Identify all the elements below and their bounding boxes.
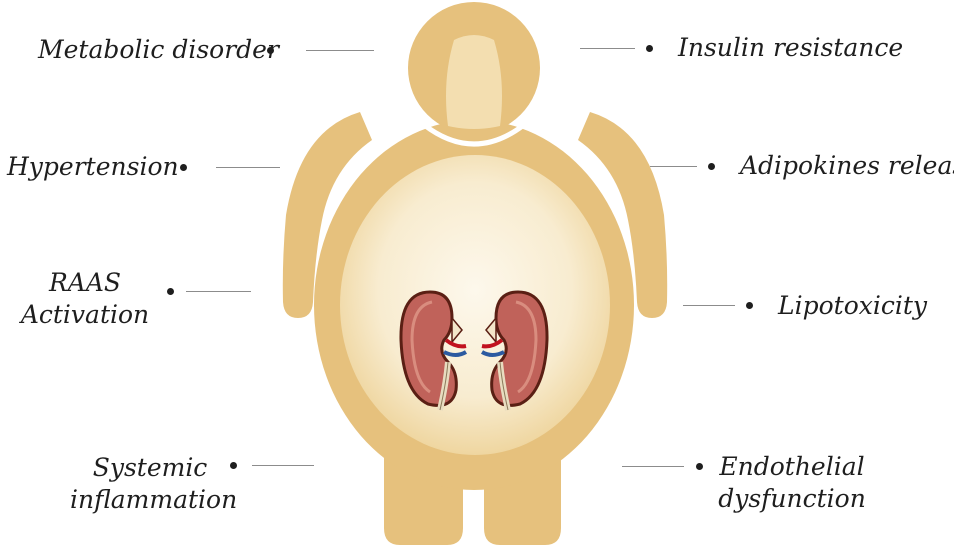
bullet-lipotoxicity [746,302,753,309]
head-neck-highlight [446,35,502,129]
belly-shape [340,155,610,455]
label-systemic-line2: inflammation [70,484,230,516]
label-endothelial-dysfunction: Endothelial dysfunction [712,451,872,515]
leader-metabolic-disorder [306,50,374,51]
label-insulin-resistance: Insulin resistance [678,32,903,64]
label-lipotoxicity: Lipotoxicity [778,290,927,322]
bullet-insulin-resistance [646,45,653,52]
leader-hypertension [216,167,280,168]
bullet-metabolic-disorder [267,47,274,54]
bullet-systemic-inflammation [230,462,237,469]
bullet-endothelial-dysfunction [696,463,703,470]
label-endothelial-line2: dysfunction [712,483,872,515]
leader-raas-activation [186,291,251,292]
label-metabolic-disorder: Metabolic disorder [38,34,279,66]
label-endothelial-line1: Endothelial [712,451,872,483]
leader-endothelial-dysfunction [622,466,684,467]
leader-adipokines-release [650,166,697,167]
label-raas-line2: Activation [20,299,150,331]
label-hypertension: Hypertension [7,151,179,183]
label-systemic-line1: Systemic [70,452,230,484]
label-raas-activation: RAAS Activation [20,267,150,331]
bullet-raas-activation [167,288,174,295]
leader-lipotoxicity [683,305,735,306]
label-raas-line1: RAAS [20,267,150,299]
label-adipokines-release: Adipokines release [740,150,954,182]
leader-insulin-resistance [580,48,635,49]
bullet-adipokines-release [708,163,715,170]
bullet-hypertension [180,164,187,171]
label-systemic-inflammation: Systemic inflammation [70,452,230,516]
leader-systemic-inflammation [252,465,314,466]
